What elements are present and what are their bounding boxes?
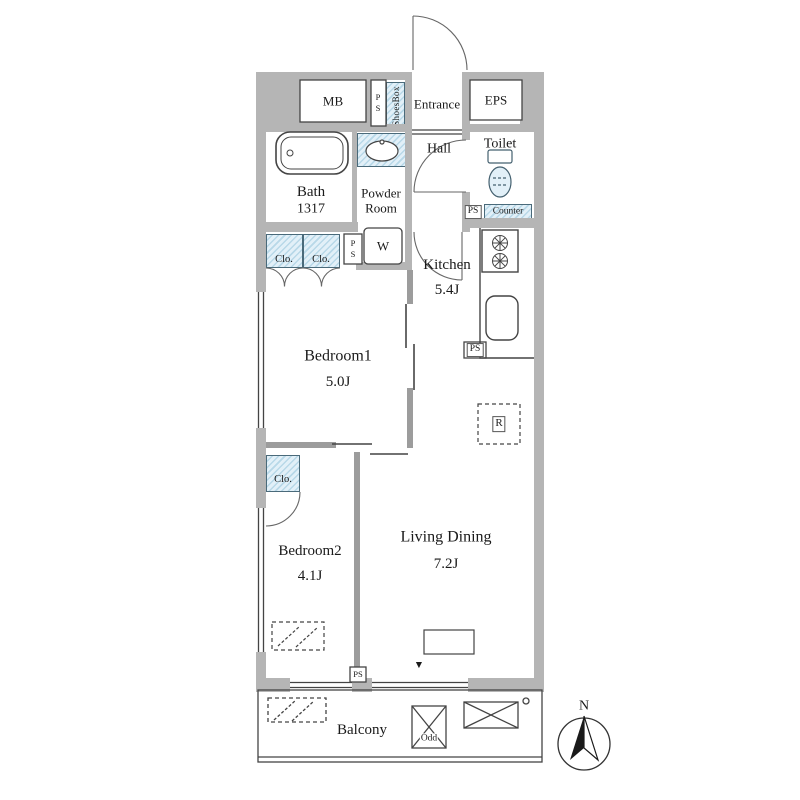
- kitchen-counter: [479, 228, 534, 359]
- room-label-bedroom2: Bedroom2: [278, 543, 342, 560]
- counter-label: Counter: [492, 206, 524, 217]
- outdoor-unit-label: Odd: [419, 733, 439, 745]
- closet-label-2: Clo.: [312, 253, 330, 265]
- stove-burners-icon: [492, 235, 508, 269]
- pipe-space-top-label: PS: [373, 92, 384, 114]
- room-label-bedroom1: Bedroom1: [304, 347, 372, 365]
- closet-box-3: [266, 455, 300, 492]
- north-label: N: [578, 698, 590, 714]
- toilet-icon: [487, 149, 513, 198]
- room-size-bedroom1: 5.0J: [325, 374, 351, 391]
- sliding-doors: [332, 304, 415, 455]
- pipe-space-bottom-label: PS: [353, 668, 363, 679]
- bathtub-icon: [275, 131, 349, 175]
- room-label-eps: EPS: [484, 92, 508, 108]
- door-arcs: [265, 15, 468, 527]
- room-label-toilet: Toilet: [483, 136, 517, 152]
- closet-label-1: Clo.: [275, 253, 293, 265]
- refrigerator-box: [477, 403, 521, 445]
- room-size-bath: 1317: [297, 201, 325, 217]
- partition-walls: [266, 270, 413, 678]
- room-label-living-dining: Living Dining: [400, 528, 492, 546]
- washer-box: [363, 227, 403, 265]
- room-label-mb: MB: [322, 93, 344, 109]
- room-size-kitchen: 5.4J: [434, 282, 460, 299]
- closet-label-3: Clo.: [274, 473, 292, 485]
- balcony-outline: [257, 689, 543, 763]
- room-size-bedroom2: 4.1J: [297, 568, 323, 585]
- room-label-bath: Bath: [296, 184, 326, 201]
- room-label-hall: Hall: [426, 141, 452, 157]
- pipe-space-toilet-label: PS: [464, 205, 482, 219]
- closet-box-1: [266, 234, 303, 268]
- closet-box-2: [303, 234, 340, 268]
- room-label-entrance: Entrance: [413, 96, 461, 112]
- room-label-powder: Powder Room: [361, 185, 401, 216]
- room-label-kitchen: Kitchen: [423, 257, 471, 274]
- entrance-opening: [412, 70, 462, 82]
- room-size-living-dining: 7.2J: [433, 556, 459, 573]
- service-boxes: [299, 79, 523, 683]
- north-compass-icon: [557, 715, 611, 771]
- refrigerator-label: R: [492, 416, 506, 432]
- balcony-access-marker: ▼: [413, 659, 425, 671]
- room-label-balcony: Balcony: [337, 722, 387, 739]
- sink-icon: [365, 139, 399, 162]
- pipe-space-kitchen-label: PS: [466, 343, 484, 357]
- washer-label: W: [376, 238, 390, 254]
- entrance-step: [412, 129, 462, 135]
- furniture: [271, 621, 475, 655]
- pipe-space-mid-label: PS: [348, 238, 359, 260]
- windows: [255, 292, 468, 692]
